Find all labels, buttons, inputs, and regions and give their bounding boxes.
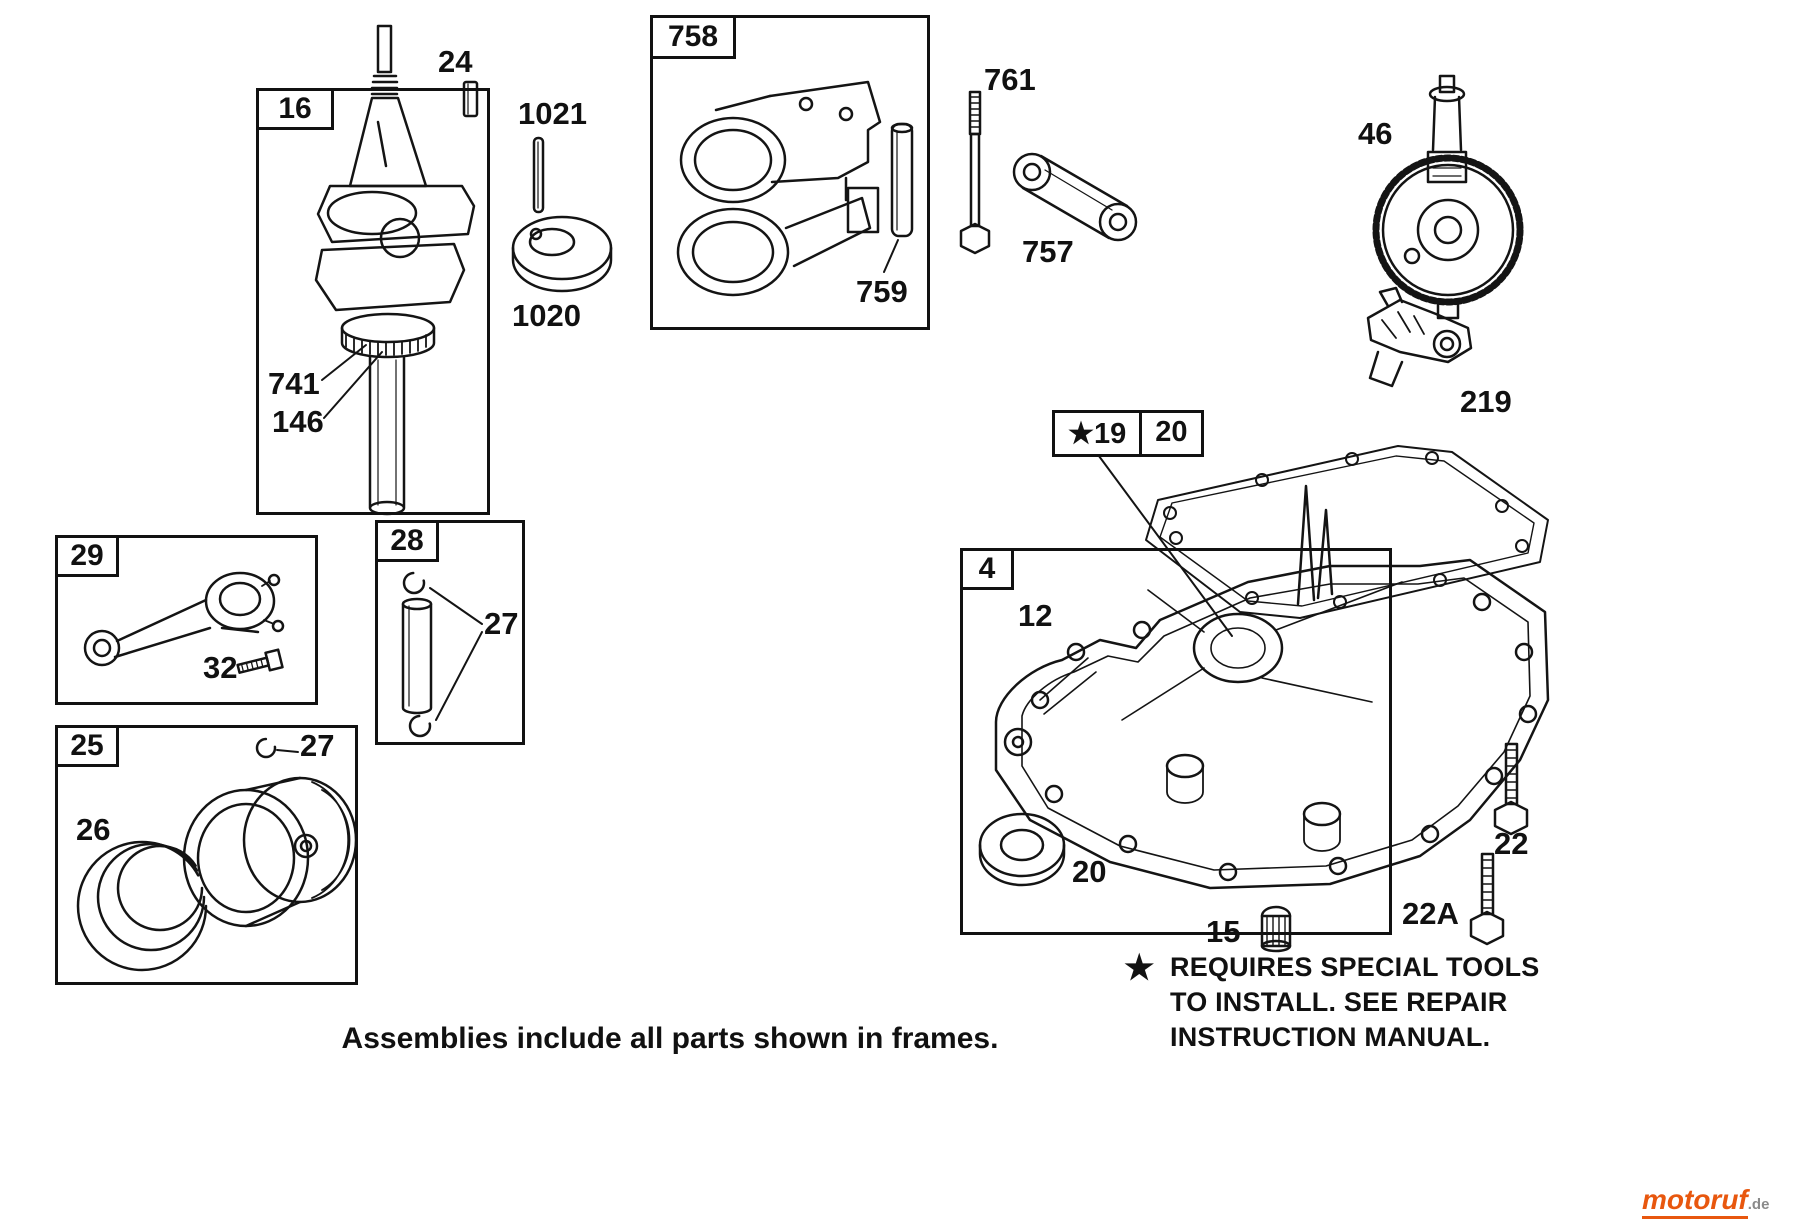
frame-16-tag: 16 [256, 88, 334, 130]
washer-1020-drawing [511, 215, 613, 293]
part-label-46: 46 [1358, 116, 1393, 151]
frame-28 [375, 520, 525, 745]
frame-25-tag: 25 [55, 725, 119, 767]
part-label-32: 32 [203, 650, 238, 685]
frame-19-20-tag: ★19 20 [1052, 410, 1204, 457]
part-label-22a: 22A [1402, 896, 1459, 931]
part-label-15: 15 [1206, 914, 1241, 949]
piston-rings-drawing [76, 840, 208, 972]
frame-4 [960, 548, 1392, 935]
frame-29 [55, 535, 318, 705]
star-icon: ★ [1124, 949, 1155, 987]
connecting-rod-drawing [83, 571, 285, 667]
tag-20: 20 [1139, 413, 1200, 454]
part-label-761: 761 [984, 62, 1036, 97]
frame-758 [650, 15, 930, 330]
tag-19: ★19 [1068, 418, 1127, 450]
plug-15-drawing [1260, 905, 1292, 953]
rod-bolt-32-drawing [236, 648, 284, 674]
part-label-146: 146 [272, 404, 324, 439]
part-label-1020: 1020 [512, 298, 581, 333]
oil-pan-drawing [994, 484, 1550, 890]
part-label-20: 20 [1072, 854, 1107, 889]
pin-759-drawing [890, 122, 914, 238]
link-757-drawing [1012, 152, 1138, 242]
part-label-27-clip: 27 [300, 728, 335, 763]
part-label-757: 757 [1022, 234, 1074, 269]
gasket-drawing [1145, 445, 1549, 619]
part-label-759: 759 [856, 274, 908, 309]
piston-pin-drawing [401, 571, 433, 738]
part-label-24: 24 [438, 44, 473, 79]
part-label-219: 219 [1460, 384, 1512, 419]
motoruf-logo: motoruf.de [1642, 1184, 1770, 1219]
pin-1021-drawing [532, 136, 545, 214]
frame-4-tag: 4 [960, 548, 1014, 590]
special-tools-note-line2: TO INSTALL. SEE REPAIR [1170, 987, 1508, 1017]
frame-29-tag: 29 [55, 535, 119, 577]
part-label-741: 741 [268, 366, 320, 401]
piston-drawing [182, 776, 358, 928]
frame-16 [256, 88, 490, 515]
bracket-758-drawing [676, 80, 882, 297]
governor-219-drawing [1366, 286, 1473, 388]
assemblies-note: Assemblies include all parts shown in fr… [341, 1022, 999, 1055]
part-label-27-pin: 27 [484, 606, 519, 641]
bolt-22-drawing [1493, 742, 1529, 836]
part-label-12: 12 [1018, 598, 1053, 633]
leader-lines [276, 239, 1233, 753]
special-tools-note-line1: REQUIRES SPECIAL TOOLS [1170, 952, 1540, 982]
clip-27-drawing [255, 737, 277, 759]
motoruf-logo-tld: .de [1747, 1196, 1770, 1213]
camshaft-46-drawing [1372, 74, 1524, 320]
special-tools-note-line3: INSTRUCTION MANUAL. [1170, 1022, 1491, 1052]
part-label-1021: 1021 [518, 96, 587, 131]
part-label-26: 26 [76, 812, 111, 847]
part-label-22: 22 [1494, 826, 1529, 861]
grommet-20-drawing [978, 812, 1066, 887]
frame-758-tag: 758 [650, 15, 736, 59]
special-tools-note: REQUIRES SPECIAL TOOLS TO INSTALL. SEE R… [1170, 950, 1539, 1055]
bolt-761-drawing [959, 90, 991, 255]
frame-28-tag: 28 [375, 520, 439, 562]
frame-25 [55, 725, 358, 985]
bolt-22a-drawing [1469, 852, 1505, 946]
motoruf-logo-brand: motoruf [1642, 1184, 1748, 1219]
